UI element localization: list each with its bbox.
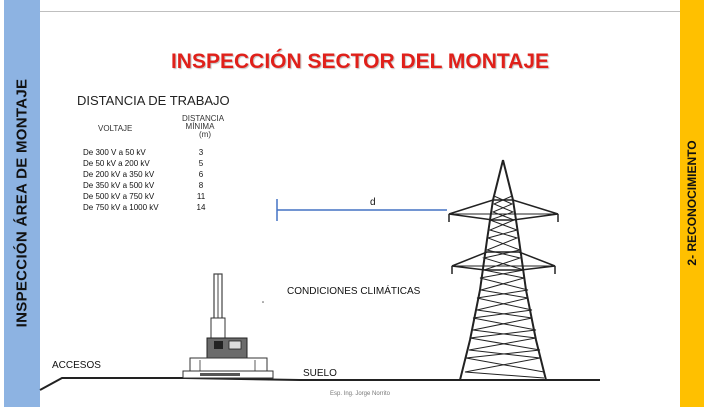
table-row: De 500 kV a 750 kV 11 (83, 192, 283, 203)
footer-author: Esp. Ing. Jorge Norrito (329, 391, 391, 397)
row-voltage: De 300 V a 50 kV (83, 148, 146, 157)
row-voltage: De 50 kV a 200 kV (83, 159, 150, 168)
dot-mark (262, 301, 264, 303)
row-voltage: De 500 kV a 750 kV (83, 192, 155, 201)
top-divider (40, 11, 680, 12)
table-row: De 350 kV a 500 kV 8 (83, 181, 283, 192)
table-row: De 750 kV a 1000 kV 14 (83, 203, 283, 214)
tower-drawing (448, 159, 559, 381)
ground-line (39, 377, 600, 391)
distance-table-title: DISTANCIA DE TRABAJO (77, 93, 230, 108)
row-distance: 11 (196, 192, 206, 201)
distance-header-line-1: DISTANCIA (182, 114, 225, 123)
distance-header-line-3: (m) (199, 130, 211, 139)
distance-label: d (370, 197, 376, 208)
table-row: De 300 V a 50 kV 3 (83, 148, 283, 159)
slide-title: INSPECCIÓN SECTOR DEL MONTAJE (170, 50, 550, 73)
left-side-band (4, 0, 40, 407)
row-voltage: De 200 kV a 350 kV (83, 170, 155, 179)
access-label: ACCESOS (52, 360, 101, 371)
row-distance: 14 (196, 203, 206, 212)
row-distance: 5 (198, 159, 204, 168)
distance-header: DISTANCIA MÍNIMA (m) (182, 114, 225, 139)
row-voltage: De 750 kV a 1000 kV (83, 203, 159, 212)
weather-label: CONDICIONES CLIMÁTICAS (287, 286, 421, 297)
row-distance: 8 (198, 181, 204, 190)
voltage-header: VOLTAJE (98, 124, 133, 133)
ground-label: SUELO (303, 368, 337, 379)
table-row: De 50 kV a 200 kV 5 (83, 159, 283, 170)
distance-header-line-2: MÍNIMA (185, 122, 215, 131)
crane-drawing (182, 273, 274, 379)
row-voltage: De 350 kV a 500 kV (83, 181, 155, 190)
table-row: De 200 kV a 350 kV 6 (83, 170, 283, 181)
row-distance: 3 (198, 148, 204, 157)
row-distance: 6 (198, 170, 204, 179)
right-side-band (680, 0, 704, 407)
